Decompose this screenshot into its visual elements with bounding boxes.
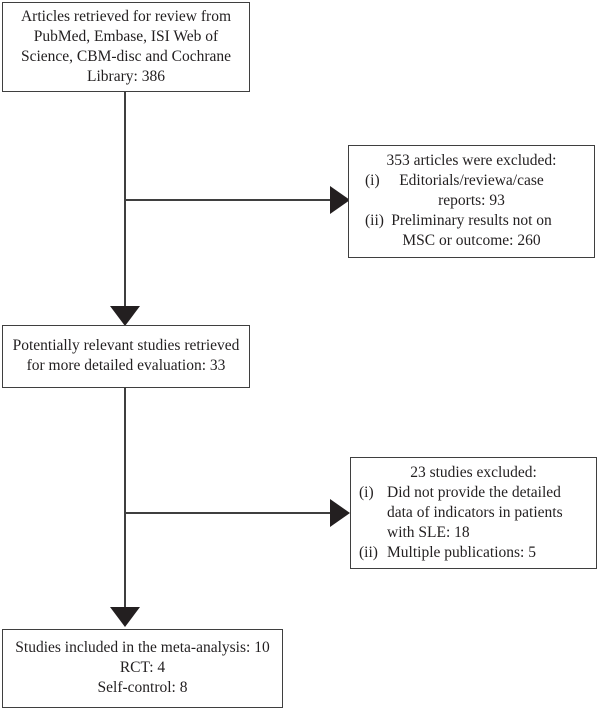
box-included-studies: Studies included in the meta-analysis: 1…	[2, 629, 283, 708]
box-text-line: Library: 386	[87, 68, 165, 85]
box-excluded-23: 23 studies excluded: (i) Did not provide…	[350, 457, 597, 569]
exclusion-item-1: (i) Did not provide the detailed data of…	[351, 483, 596, 543]
connector-vertical-2	[124, 388, 126, 607]
exclusion-item-2: (ii) Preliminary results not on MSC or o…	[349, 211, 594, 251]
connector-horizontal-1	[125, 199, 330, 201]
box-articles-retrieved: Articles retrieved for review from PubMe…	[2, 2, 250, 92]
box-text-line: Articles retrieved for review from	[20, 8, 231, 25]
box-text-line: Studies included in the meta-analysis: 1…	[15, 639, 270, 656]
connector-vertical-1	[124, 92, 126, 306]
box-text-line: RCT: 4	[119, 659, 166, 676]
item-text-line: with SLE: 18	[387, 524, 470, 541]
box-text-line: for more detailed evaluation: 33	[26, 357, 226, 374]
item-marker: (i)	[359, 484, 374, 501]
arrowhead-down-2	[110, 607, 140, 627]
arrowhead-right-2	[330, 499, 350, 527]
arrowhead-right-1	[330, 186, 350, 214]
exclusion-item-2: (ii) Multiple publications: 5	[351, 543, 596, 563]
exclusion-heading: 23 studies excluded:	[410, 464, 537, 481]
box-text-line: PubMed, Embase, ISI Web of	[33, 28, 219, 45]
item-text-line: Did not provide the detailed	[387, 484, 561, 501]
item-text-line: Editorials/reviewa/case	[399, 172, 544, 189]
box-text-line: Self-control: 8	[97, 679, 188, 696]
exclusion-item-1: (i) Editorials/reviewa/case reports: 93	[349, 171, 594, 211]
item-marker: (i)	[365, 172, 380, 189]
box-relevant-studies: Potentially relevant studies retrieved f…	[2, 325, 250, 388]
item-text-line: Multiple publications: 5	[387, 544, 536, 561]
item-text-line: MSC or outcome: 260	[402, 232, 541, 249]
item-text-line: reports: 93	[438, 192, 505, 209]
exclusion-heading: 353 articles were excluded:	[386, 152, 557, 169]
item-marker: (ii)	[359, 544, 378, 561]
arrowhead-down-1	[110, 306, 140, 326]
item-marker: (ii)	[365, 212, 384, 229]
box-text-line: Potentially relevant studies retrieved	[12, 337, 240, 354]
box-excluded-353: 353 articles were excluded: (i) Editoria…	[348, 145, 595, 258]
item-text-line: data of indicators in patients	[387, 504, 563, 521]
box-text-line: Science, CBM-disc and Cochrane	[20, 48, 232, 65]
item-text-line: Preliminary results not on	[391, 212, 552, 229]
connector-horizontal-2	[125, 512, 330, 514]
